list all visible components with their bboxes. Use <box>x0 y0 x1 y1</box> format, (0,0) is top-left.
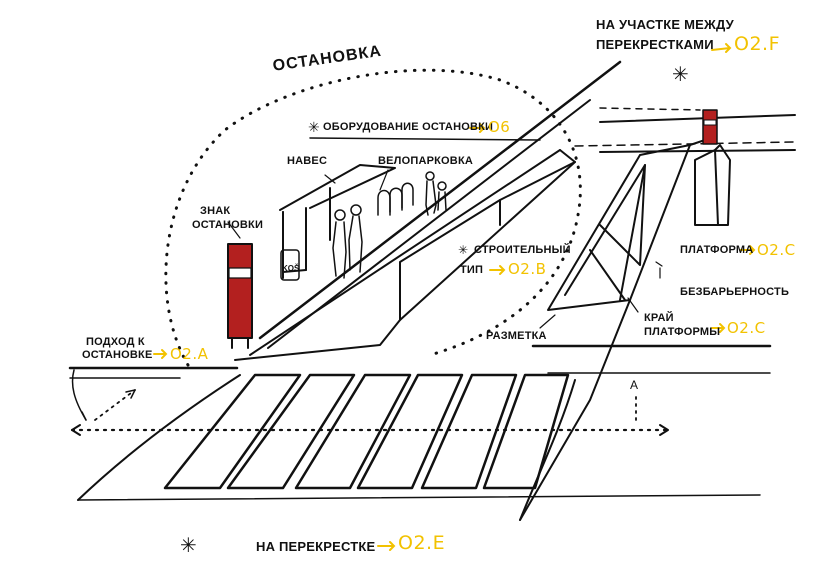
zebra-crossing <box>163 373 570 490</box>
stop-zone-circle <box>164 68 582 367</box>
platform-tri <box>499 161 576 201</box>
stop-sign-pole <box>227 243 253 339</box>
asterisk-crossing: ✳ <box>180 533 197 557</box>
label-constr-2: ТИП <box>460 264 484 276</box>
arrow-equipment <box>469 123 486 133</box>
label-barrier-free: БЕЗБАРЬЕРНОСТЬ <box>680 286 790 298</box>
leader-bike <box>379 169 389 191</box>
label-crossing: НА ПЕРЕКРЕСТКЕ <box>256 539 376 554</box>
ref-constr: O2.B <box>508 260 547 278</box>
ref-equipment: O6 <box>488 118 511 136</box>
label-between-2: ПЕРЕКРЕСТКАМИ <box>596 37 714 52</box>
right-block-line <box>714 149 719 226</box>
right-platform-tri <box>599 164 646 266</box>
far-road-1 <box>309 137 541 141</box>
ref-edge: O2.C <box>727 319 766 337</box>
label-bike: ВЕЛОПАРКОВКА <box>378 155 474 167</box>
ref-crossing: O2.E <box>398 532 446 554</box>
leader-edge <box>627 297 639 313</box>
trash-bin <box>280 249 300 281</box>
label-equipment: ОБОРУДОВАНИЕ ОСТАНОВКИ <box>323 121 494 133</box>
asterisk-equipment: ✳ <box>308 120 320 136</box>
label-edge-2: ПЛАТФОРМЫ <box>644 326 721 338</box>
far-road-3 <box>599 149 796 153</box>
right-platform-tri2 <box>589 249 626 301</box>
label-marking: РАЗМЕТКА <box>486 330 547 342</box>
ref-platform: O2.C <box>757 241 796 259</box>
platform-face-2 <box>399 199 501 321</box>
label-between-1: НА УЧАСТКЕ МЕЖДУ <box>596 17 734 32</box>
arrow-constr <box>489 265 506 275</box>
leader-sign <box>227 221 241 239</box>
label-bin: KOŠ <box>282 264 300 273</box>
far-road-dashed <box>574 141 796 147</box>
arrow-crossing <box>377 541 396 551</box>
leader-barrier <box>655 261 663 279</box>
ref-approach: O2.A <box>170 345 209 363</box>
label-sign-1: ЗНАК <box>200 205 231 217</box>
road-bottom <box>77 494 761 501</box>
label-dimension: A <box>630 378 639 392</box>
leader-shelter <box>324 174 336 184</box>
arrow-approach <box>153 349 168 359</box>
stop-sign-post <box>231 337 249 349</box>
arrow-between <box>711 43 732 53</box>
right-block <box>694 144 731 226</box>
label-approach-1: ПОДХОД К <box>86 336 145 348</box>
road-curve-right <box>519 379 576 521</box>
road-bottom-left <box>77 374 241 501</box>
approach-arrow-left <box>71 424 81 436</box>
approach-curve-left-tip <box>81 411 87 421</box>
label-shelter: НАВЕС <box>287 155 328 167</box>
bike-rack <box>377 182 414 216</box>
right-sign-band <box>703 119 717 126</box>
far-road-2 <box>599 114 796 123</box>
approach-arrow-right <box>659 424 669 436</box>
shelter <box>279 164 396 211</box>
right-platform-road <box>519 299 631 521</box>
leader-marking <box>539 314 556 329</box>
far-road-dashed-2 <box>599 107 701 111</box>
label-edge-1: КРАЙ <box>644 312 674 324</box>
platform-edge-lower <box>267 99 591 349</box>
people <box>332 171 447 279</box>
label-sign-2: ОСТАНОВКИ <box>192 219 264 231</box>
right-platform <box>547 144 691 311</box>
approach-diag <box>94 389 136 421</box>
stop-sign-band <box>228 267 252 279</box>
arrow-edge <box>711 323 726 333</box>
right-platform-inner <box>564 164 646 301</box>
ref-between: O2.F <box>734 33 781 55</box>
asterisk-between: ✳ <box>672 62 689 86</box>
approach-diag-tip <box>125 389 136 399</box>
label-platform: ПЛАТФОРМА <box>680 244 754 256</box>
right-sign-pole <box>702 109 718 145</box>
label-constr-1: СТРОИТЕЛЬНЫЙ <box>474 244 571 256</box>
platform-edge-top <box>258 60 622 340</box>
arrow-platform <box>739 245 756 255</box>
label-approach-2: ОСТАНОВКЕ <box>82 349 153 361</box>
asterisk-constr: ✳ <box>458 243 469 257</box>
